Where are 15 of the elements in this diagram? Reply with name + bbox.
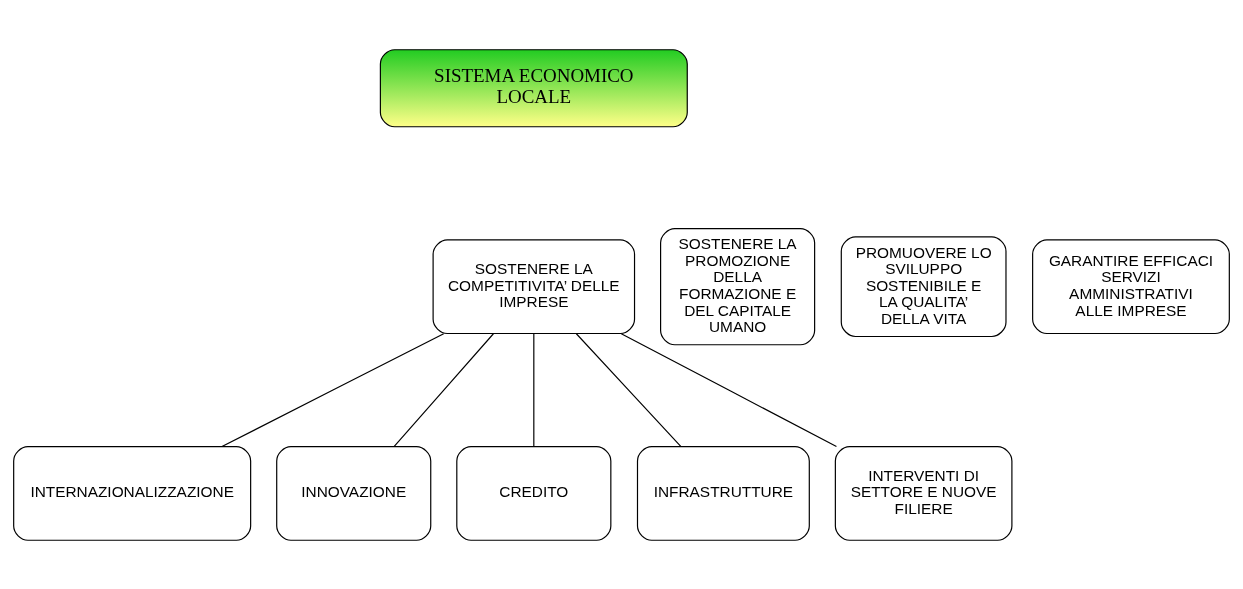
node-box: SISTEMA ECONOMICO LOCALE [379, 48, 688, 127]
connector [620, 332, 838, 447]
node-box: SOSTENERE LA COMPETITIVITA’ DELLE IMPRESE [432, 238, 636, 334]
connector [533, 332, 535, 447]
node-box: INTERNAZIONALIZZAZIONE [13, 445, 252, 541]
connector [575, 332, 682, 447]
node-box: INTERVENTI DI SETTORE E NUOVE FILIERE [834, 445, 1013, 541]
node-box: PROMUOVERE LO SVILUPPO SOSTENIBILE E LA QUALITA’ DELLA VITA [840, 235, 1007, 337]
node-box: SOSTENERE LA PROMOZIONE DELLA FORMAZIONE E DEL CAPITALE UMANO [660, 227, 816, 345]
connector [221, 332, 445, 447]
node-box: GARANTIRE EFFICACI SERVIZI AMMINISTRATIVI ALLE IMPRESE [1032, 238, 1230, 334]
connector [393, 332, 494, 447]
node-box: INNOVAZIONE [276, 445, 432, 541]
node-box: INFRASTRUTTURE [636, 445, 810, 541]
node-box: CREDITO [456, 445, 612, 541]
